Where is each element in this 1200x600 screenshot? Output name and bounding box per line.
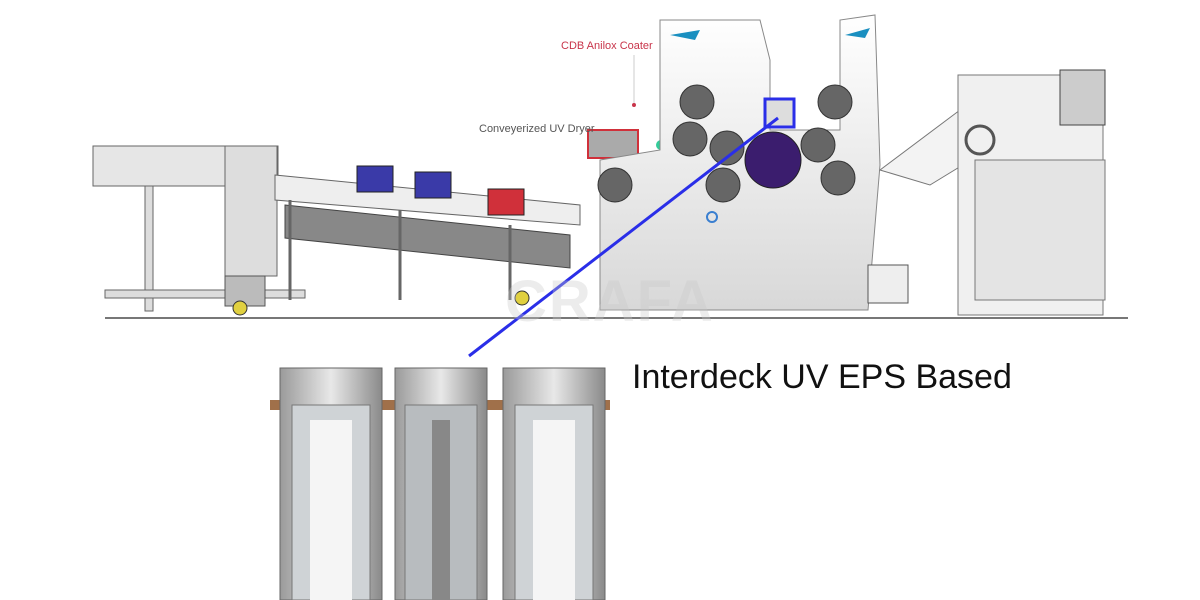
anilox-coater-label: CDB Anilox Coater [561, 40, 653, 52]
interdeck-label: Interdeck UV EPS Based [632, 358, 1012, 396]
lamp-unit-2 [394, 367, 488, 600]
printing-press [597, 14, 909, 311]
uv-lamp-1 [356, 165, 394, 193]
stacker [92, 145, 306, 316]
anilox-coater [587, 129, 639, 159]
impression-cylinder [744, 131, 802, 189]
pointer-line [468, 116, 779, 358]
interdeck-highlight-box [763, 97, 796, 129]
lamp-unit-3 [502, 367, 606, 600]
interdeck-uv-lamps-photo [270, 367, 610, 600]
feeder [878, 69, 1106, 316]
uv-lamp-2 [414, 171, 452, 199]
uv-dryer-label: Conveyerized UV Dryer [479, 123, 595, 135]
watermark: CRAFA [505, 269, 715, 334]
lamp-unit-1 [279, 367, 383, 600]
uv-lamp-3 [487, 188, 525, 216]
conveyor-uv-dryer [274, 165, 581, 306]
